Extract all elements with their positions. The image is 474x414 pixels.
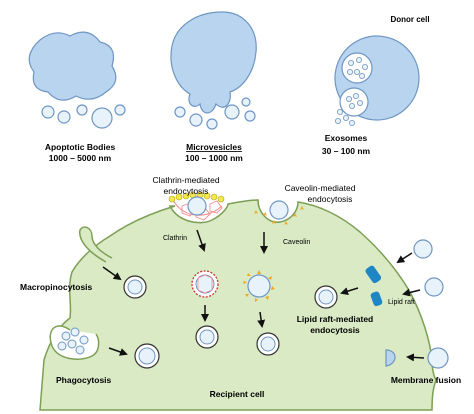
exosomes-label: Exosomes [325, 133, 368, 143]
macropinocytosis-label: Macropinocytosis [20, 282, 93, 292]
caveolin-mediated-label-line2: endocytosis [308, 194, 353, 204]
membrane-fusion-label: Membrane fusion [391, 375, 461, 385]
internalized-vesicles [123, 275, 338, 369]
phagocytosis-label: Phagocytosis [56, 375, 112, 385]
apoptotic-bodies-illustration [28, 31, 126, 129]
clathrin-coated-vesicle [191, 270, 219, 298]
lipid-raft-mediated-label-line1: Lipid raft-mediated [297, 314, 374, 324]
clathrin-mediated-label-line1: Clathrin-mediated [152, 175, 219, 185]
lipid-raft-mediated-label-line2: endocytosis [310, 325, 360, 335]
clathrin-mediated-label-line2: endocytosis [164, 186, 209, 196]
microvesicles-label: Microvesicles [186, 142, 242, 152]
caveolin-mediated-label-line1: Caveolin-mediated [285, 183, 356, 193]
donor-cell-label: Donor cell [390, 15, 429, 24]
apoptotic-bodies-label: Apoptotic Bodies [45, 142, 116, 152]
lipid-raft-markers [365, 265, 383, 307]
caveolin-coated-vesicle [243, 270, 275, 302]
microvesicles-illustration [170, 11, 257, 130]
donor-cell-illustration [334, 35, 420, 127]
microvesicles-size: 100 – 1000 nm [185, 153, 243, 163]
clathrin-coat [168, 191, 225, 221]
exosome-release-pocket [339, 87, 369, 117]
caveolin-pit [254, 200, 304, 225]
recipient-cell-label: Recipient cell [210, 389, 265, 399]
exosomes-size: 30 – 100 nm [322, 146, 371, 156]
pathway-arrows [102, 229, 425, 362]
clathrin-label: Clathrin [163, 235, 187, 242]
apoptotic-bodies-size: 1000 – 5000 nm [49, 153, 112, 163]
lipid-raft-label: Lipid raft [388, 299, 415, 306]
external-vesicles [385, 239, 449, 369]
caveolin-label: Caveolin [283, 239, 310, 246]
phagocytosis-vesicle-cluster [57, 327, 89, 355]
